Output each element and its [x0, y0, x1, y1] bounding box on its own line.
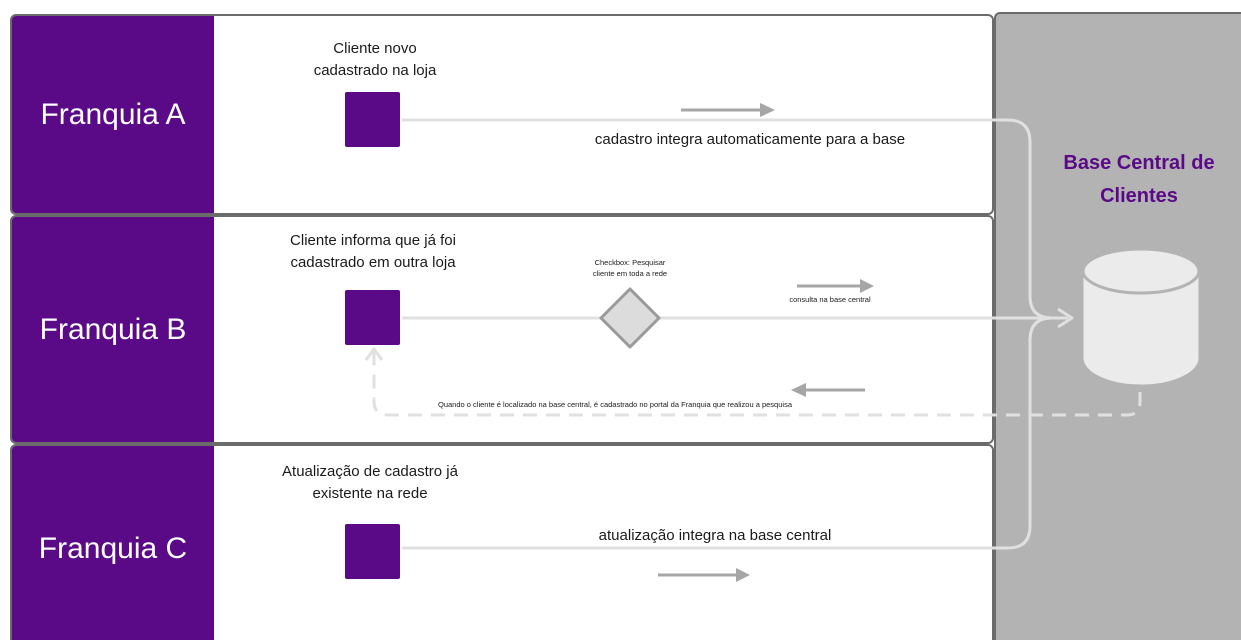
lane-franquia-a: Franquia A [10, 14, 994, 215]
lane-c-header: Franquia C [12, 446, 214, 640]
task-b-existing-client [345, 290, 400, 345]
lane-a-header: Franquia A [12, 16, 214, 213]
lane-c-event-label: Atualização de cadastro já existente na … [282, 463, 458, 502]
lane-a-flow-label: cadastro integra automaticamente para a … [594, 131, 906, 148]
task-c-update-client [345, 524, 400, 579]
lane-c-flow-label: atualização integra na base central [598, 527, 832, 544]
lane-b-return-label: Quando o cliente é localizado na base ce… [438, 400, 792, 409]
lane-b-header: Franquia B [12, 217, 214, 442]
central-base-title: Base Central de Clientes [1063, 152, 1215, 207]
task-a-new-client [345, 92, 400, 147]
gateway-label: Checkbox: Pesquisar cliente em toda a re… [592, 258, 668, 278]
central-base-lane [994, 12, 1241, 640]
lane-b-flow-label: consulta na base central [789, 295, 871, 304]
lane-b-event-label: Cliente informa que já foi cadastrado em… [290, 232, 456, 271]
lane-a-event-label: Cliente novo cadastrado na loja [313, 40, 437, 79]
